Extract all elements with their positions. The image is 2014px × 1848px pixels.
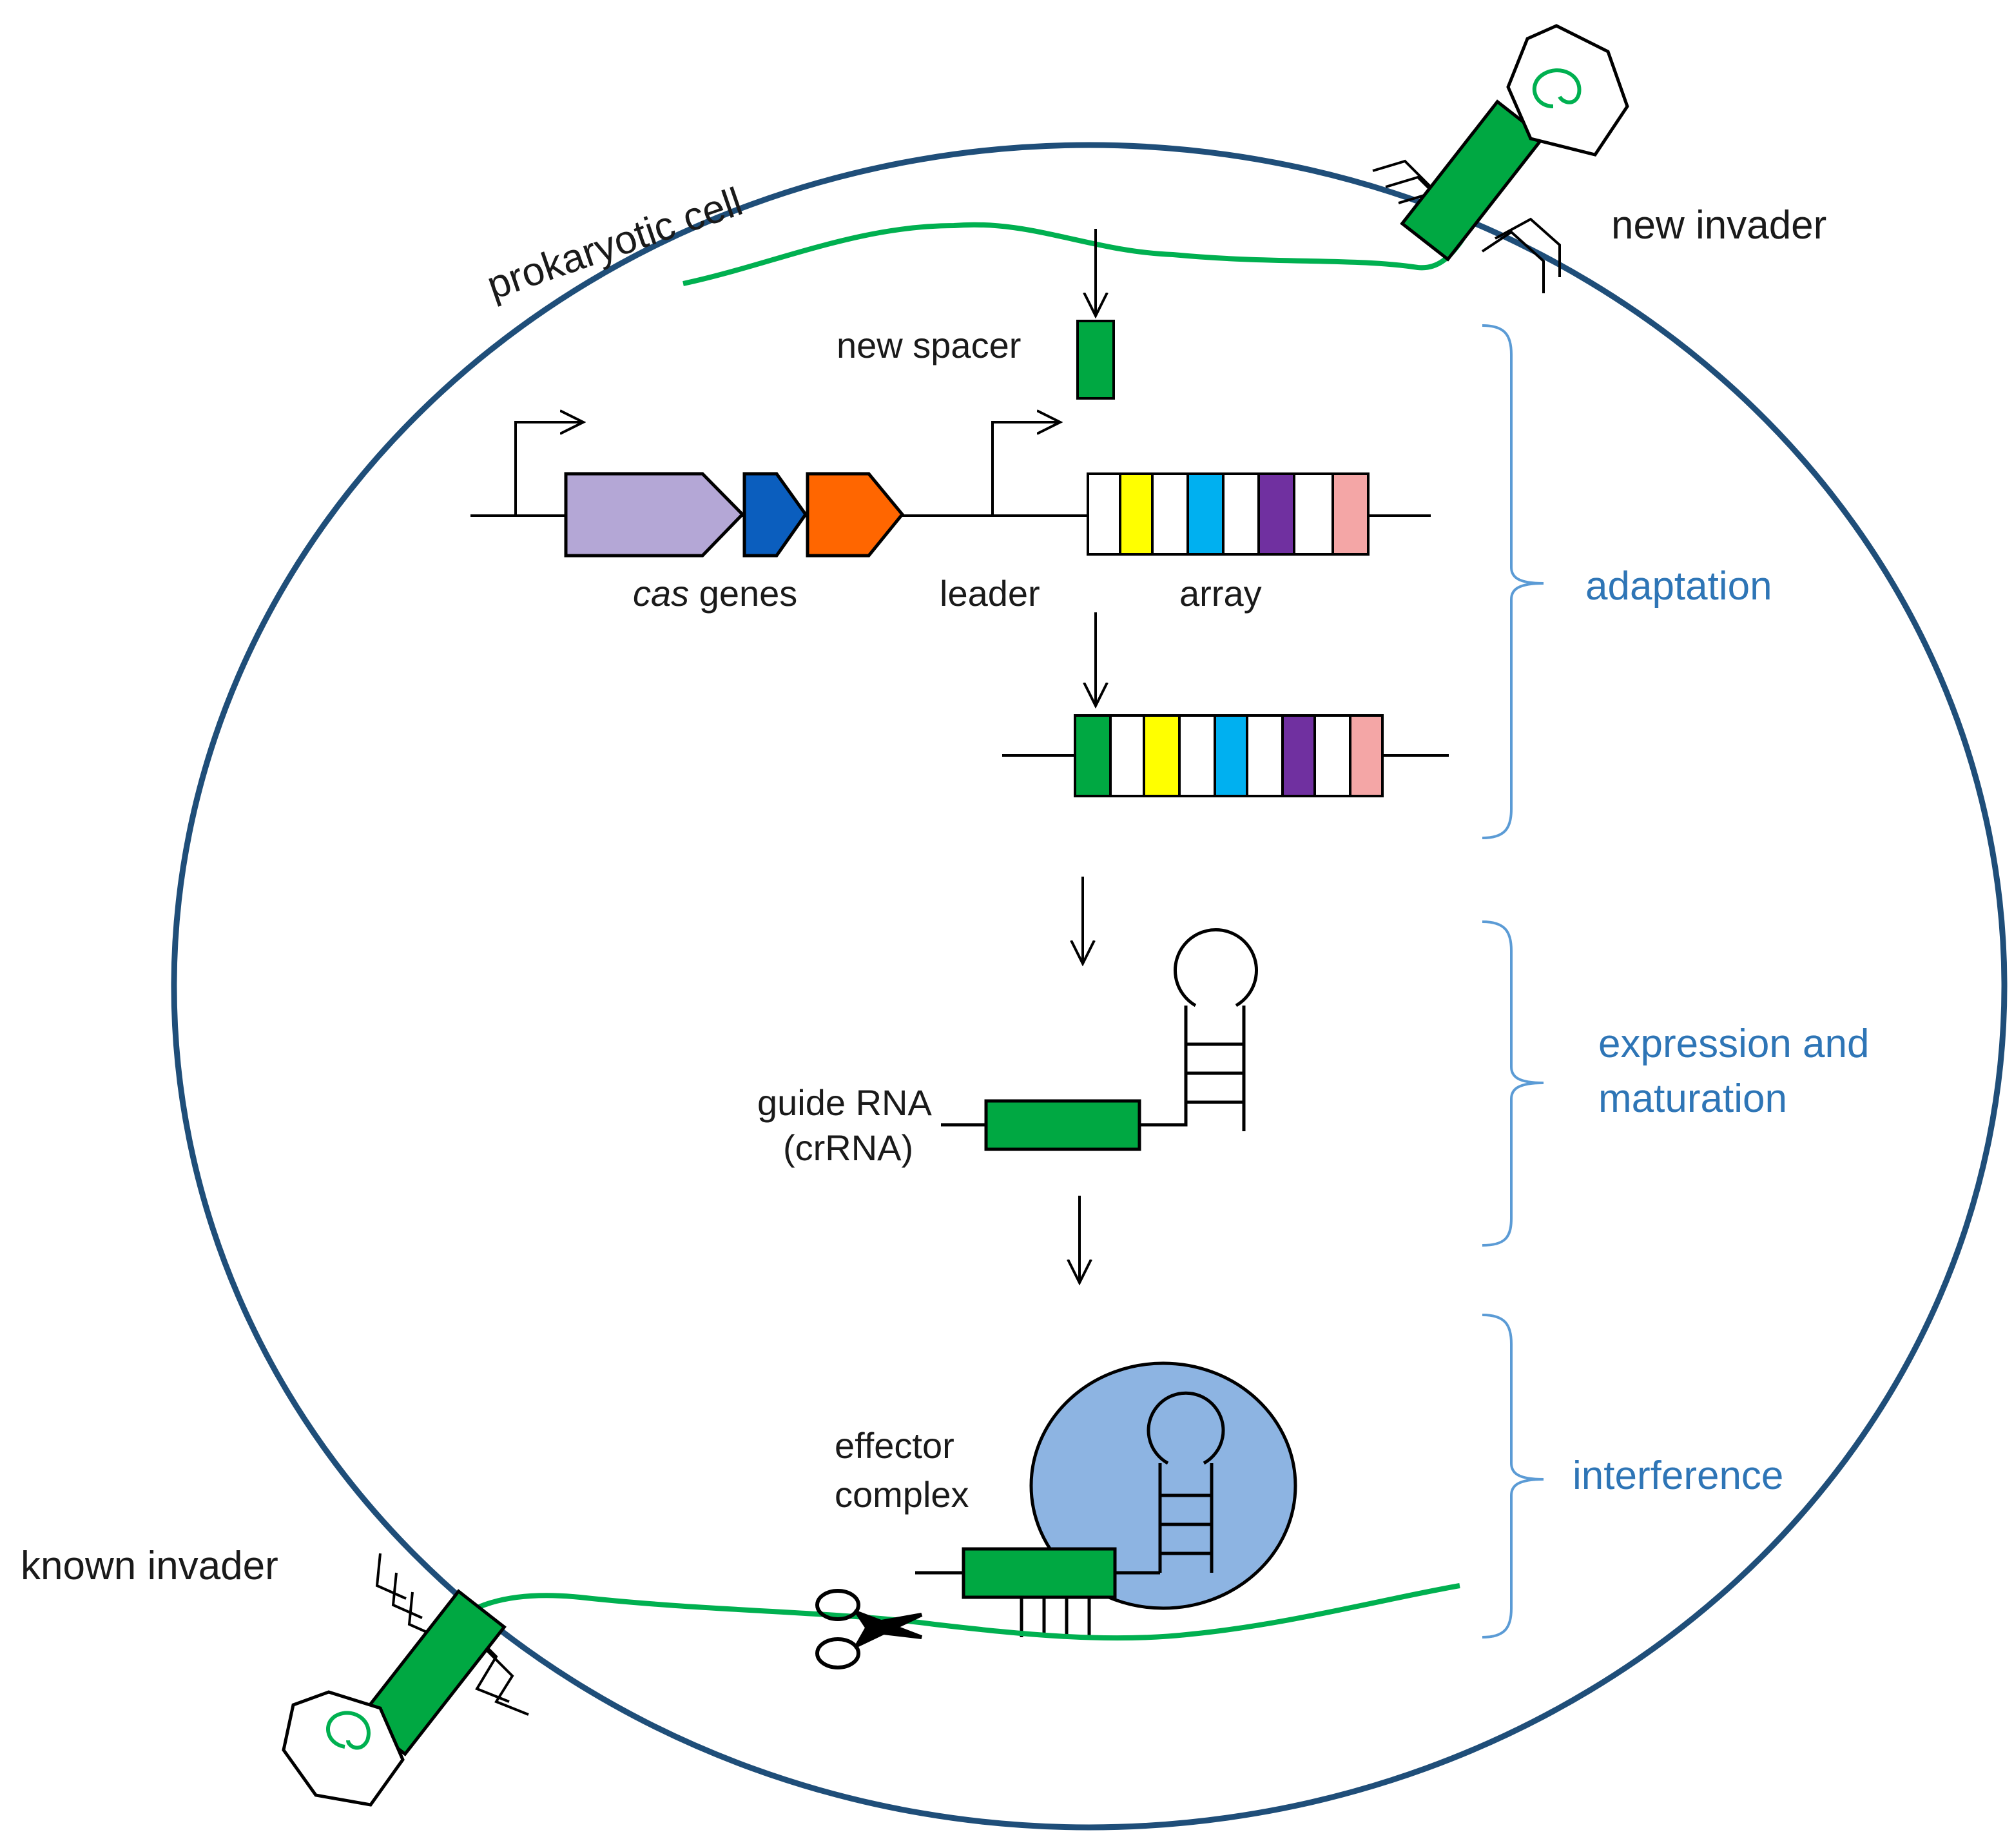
array-label: array [1179, 573, 1262, 614]
scissors-icon [815, 1589, 923, 1669]
new-invader-dna [683, 222, 1466, 286]
updated-array [1074, 714, 1384, 797]
cell-label: prokaryotic cell [481, 179, 748, 308]
stage-maturation: maturation [1598, 1076, 1787, 1121]
stage-adaptation: adaptation [1585, 564, 1772, 608]
stage-interference: interference [1573, 1454, 1783, 1498]
complex-label: complex [835, 1474, 969, 1515]
phage-icon [282, 1553, 529, 1807]
guide-rna [941, 928, 1258, 1151]
known-invader-dna [462, 1583, 1460, 1641]
effector-complex [915, 1361, 1297, 1637]
crrna-label: (crRNA) [783, 1127, 913, 1168]
cas-genes [564, 472, 905, 558]
stage-expression: expression and [1598, 1022, 1870, 1066]
new-spacer-box [1076, 320, 1115, 400]
promoter-arrow-icon [514, 422, 1060, 516]
crispr-array [1087, 472, 1370, 556]
hairpin-icon [1115, 1391, 1225, 1575]
new-invader-label: new invader [1611, 203, 1826, 248]
new-spacer-label: new spacer [837, 325, 1021, 365]
phage-icon [1372, 24, 1629, 293]
hairpin-icon [1174, 928, 1258, 1131]
leader-label: leader [940, 573, 1040, 614]
known-invader-label: known invader [21, 1544, 278, 1588]
effector-label: effector [835, 1425, 954, 1466]
cell-membrane [171, 142, 2008, 1831]
cas-genes-label: cas genes [633, 573, 797, 614]
stage-brackets [1482, 324, 1544, 1639]
guide-rna-label: guide RNA [757, 1082, 932, 1123]
